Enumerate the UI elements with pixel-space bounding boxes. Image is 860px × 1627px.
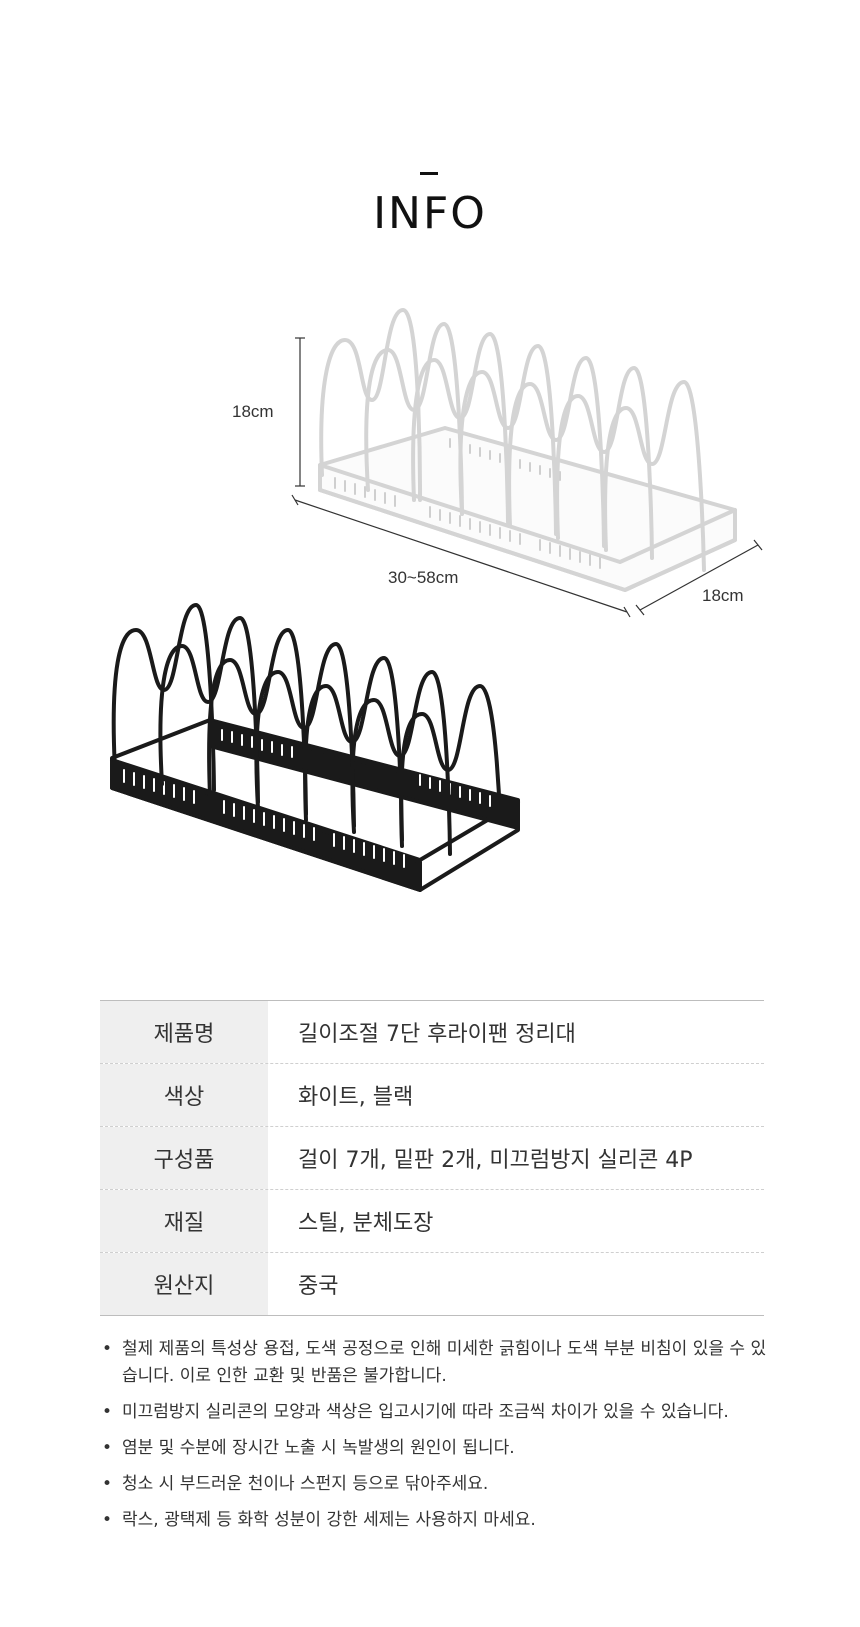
note-item: 락스, 광택제 등 화학 성분이 강한 세제는 사용하지 마세요. — [100, 1507, 780, 1534]
spec-row-product-name: 제품명 길이조절 7단 후라이팬 정리대 — [100, 1001, 764, 1063]
spec-key: 제품명 — [100, 1001, 268, 1063]
spec-row-components: 구성품 걸이 7개, 밑판 2개, 미끄럼방지 실리콘 4P — [100, 1126, 764, 1189]
spec-value: 길이조절 7단 후라이팬 정리대 — [298, 1022, 576, 1047]
spec-key: 원산지 — [100, 1253, 268, 1315]
spec-key: 색상 — [100, 1064, 268, 1126]
height-dimension-label: 18cm — [232, 402, 274, 421]
black-rack — [110, 603, 520, 892]
spec-row-color: 색상 화이트, 블랙 — [100, 1063, 764, 1126]
product-figure: 18cm 30~58cm 18cm — [0, 300, 860, 960]
spec-table: 제품명 길이조절 7단 후라이팬 정리대 색상 화이트, 블랙 구성품 걸이 7… — [100, 1000, 764, 1316]
spec-row-origin: 원산지 중국 — [100, 1252, 764, 1315]
spec-key: 재질 — [100, 1190, 268, 1252]
note-item: 철제 제품의 특성상 용접, 도색 공정으로 인해 미세한 긁힘이나 도색 부분… — [100, 1336, 780, 1390]
white-rack — [318, 308, 737, 592]
spec-key: 구성품 — [100, 1127, 268, 1189]
page-title: INFO — [373, 188, 487, 239]
spec-value: 스틸, 분체도장 — [298, 1211, 434, 1236]
spec-value: 걸이 7개, 밑판 2개, 미끄럼방지 실리콘 4P — [298, 1148, 693, 1173]
length-dimension-label: 30~58cm — [388, 568, 459, 587]
title-dash — [420, 172, 438, 175]
caution-notes: 철제 제품의 특성상 용접, 도색 공정으로 인해 미세한 긁힘이나 도색 부분… — [100, 1336, 780, 1543]
depth-dimension-label: 18cm — [702, 586, 744, 605]
note-item: 염분 및 수분에 장시간 노출 시 녹발생의 원인이 됩니다. — [100, 1435, 780, 1462]
rack-illustration — [110, 308, 763, 892]
spec-value: 화이트, 블랙 — [298, 1085, 414, 1110]
spec-row-material: 재질 스틸, 분체도장 — [100, 1189, 764, 1252]
spec-value: 중국 — [298, 1274, 339, 1299]
dimension-lines — [291, 337, 763, 618]
note-item: 청소 시 부드러운 천이나 스펀지 등으로 닦아주세요. — [100, 1471, 780, 1498]
note-item: 미끄럼방지 실리콘의 모양과 색상은 입고시기에 따라 조금씩 차이가 있을 수… — [100, 1399, 780, 1426]
